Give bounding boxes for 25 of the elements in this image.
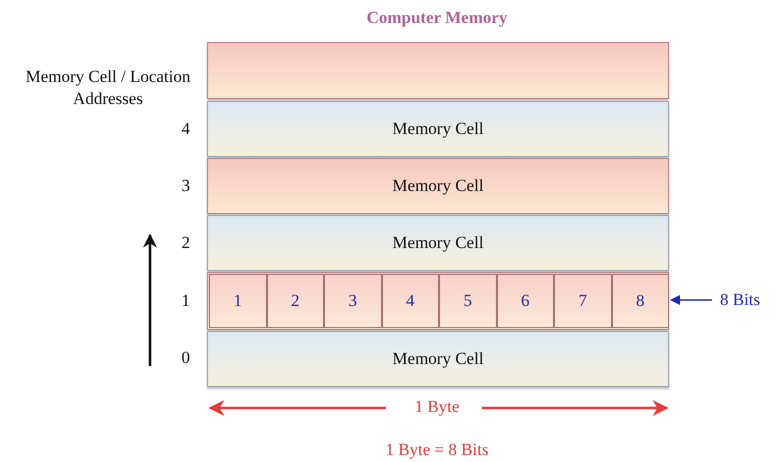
note: 1 Byte = 8 Bits (384, 440, 490, 460)
memory-cell: Memory Cell (207, 331, 669, 387)
memory-cell: Memory Cell (207, 101, 669, 157)
address-number: 4 (180, 119, 190, 139)
address-number: 3 (180, 176, 190, 196)
memory-row (207, 272, 669, 330)
axis-title: Memory Cell / Location Addresses (24, 66, 192, 110)
address-number: 2 (180, 233, 190, 253)
bit-cell: 2 (266, 274, 324, 328)
address-number: 0 (180, 348, 190, 368)
arrow (670, 295, 712, 305)
bit-cell: 3 (324, 274, 382, 328)
memory-row (207, 42, 669, 99)
bit-count-label: 8 Bits (720, 288, 784, 312)
bit-cell: 6 (496, 274, 554, 328)
bit-cell: 1 (209, 274, 266, 328)
memory-cell: Memory Cell (207, 158, 669, 214)
bit-cell: 5 (439, 274, 496, 328)
bit-cell: 7 (554, 274, 612, 328)
bit-cell: 4 (382, 274, 439, 328)
bit-cell: 8 (612, 274, 669, 328)
diagram-title: Computer Memory (366, 8, 508, 28)
memory-cell: Memory Cell (207, 215, 669, 271)
dimension-label: 1 Byte (414, 397, 460, 417)
address-number: 1 (180, 291, 190, 311)
